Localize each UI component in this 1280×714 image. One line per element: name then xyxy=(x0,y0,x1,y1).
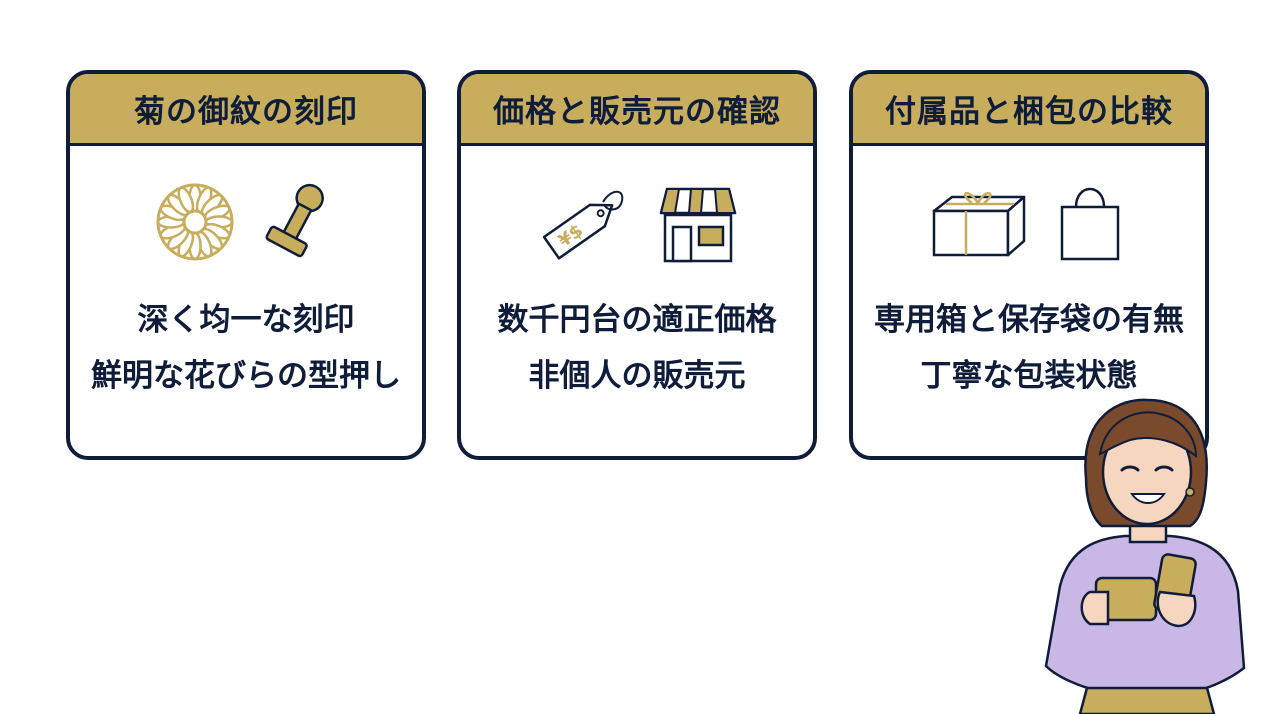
card-title: 菊の御紋の刻印 xyxy=(134,94,358,130)
card-header: 付属品と梱包の比較 xyxy=(853,74,1205,146)
card-header: 菊の御紋の刻印 xyxy=(70,74,422,146)
chrysanthemum-crest-icon xyxy=(156,183,234,261)
storefront-icon xyxy=(659,187,737,263)
price-tag-icon: ¥$ xyxy=(542,190,624,260)
card-line: 丁寧な包装状態 xyxy=(920,358,1138,394)
card-lines: 専用箱と保存袋の有無 丁寧な包装状態 xyxy=(853,292,1205,404)
gift-box-icon xyxy=(932,192,1026,257)
card-imperial-crest: 菊の御紋の刻印 深く均一な刻印 鮮明な花びらの型押し xyxy=(66,70,426,460)
card-line: 鮮明な花びらの型押し xyxy=(91,358,401,394)
shopping-bag-icon xyxy=(1060,187,1120,261)
card-line: 数千円台の適正価格 xyxy=(497,302,777,338)
card-line: 非個人の販売元 xyxy=(528,358,746,394)
card-icons xyxy=(70,166,422,278)
card-header: 価格と販売元の確認 xyxy=(461,74,813,146)
card-title: 付属品と梱包の比較 xyxy=(885,94,1173,130)
card-icons: ¥$ xyxy=(461,166,813,278)
stamp-icon xyxy=(265,183,324,258)
card-accessories-packaging: 付属品と梱包の比較 専用箱と保存袋の有無 丁寧な包装状態 xyxy=(849,70,1209,460)
card-title: 価格と販売元の確認 xyxy=(493,94,781,130)
card-lines: 数千円台の適正価格 非個人の販売元 xyxy=(461,292,813,404)
card-lines: 深く均一な刻印 鮮明な花びらの型押し xyxy=(70,292,422,404)
card-price-seller: 価格と販売元の確認 ¥$ 数千円台の適正価格 非個人の販売元 xyxy=(457,70,817,460)
card-line: 専用箱と保存袋の有無 xyxy=(874,302,1184,338)
card-icons xyxy=(853,166,1205,278)
card-line: 深く均一な刻印 xyxy=(137,302,355,338)
woman-with-phone-illustration xyxy=(1044,398,1246,714)
